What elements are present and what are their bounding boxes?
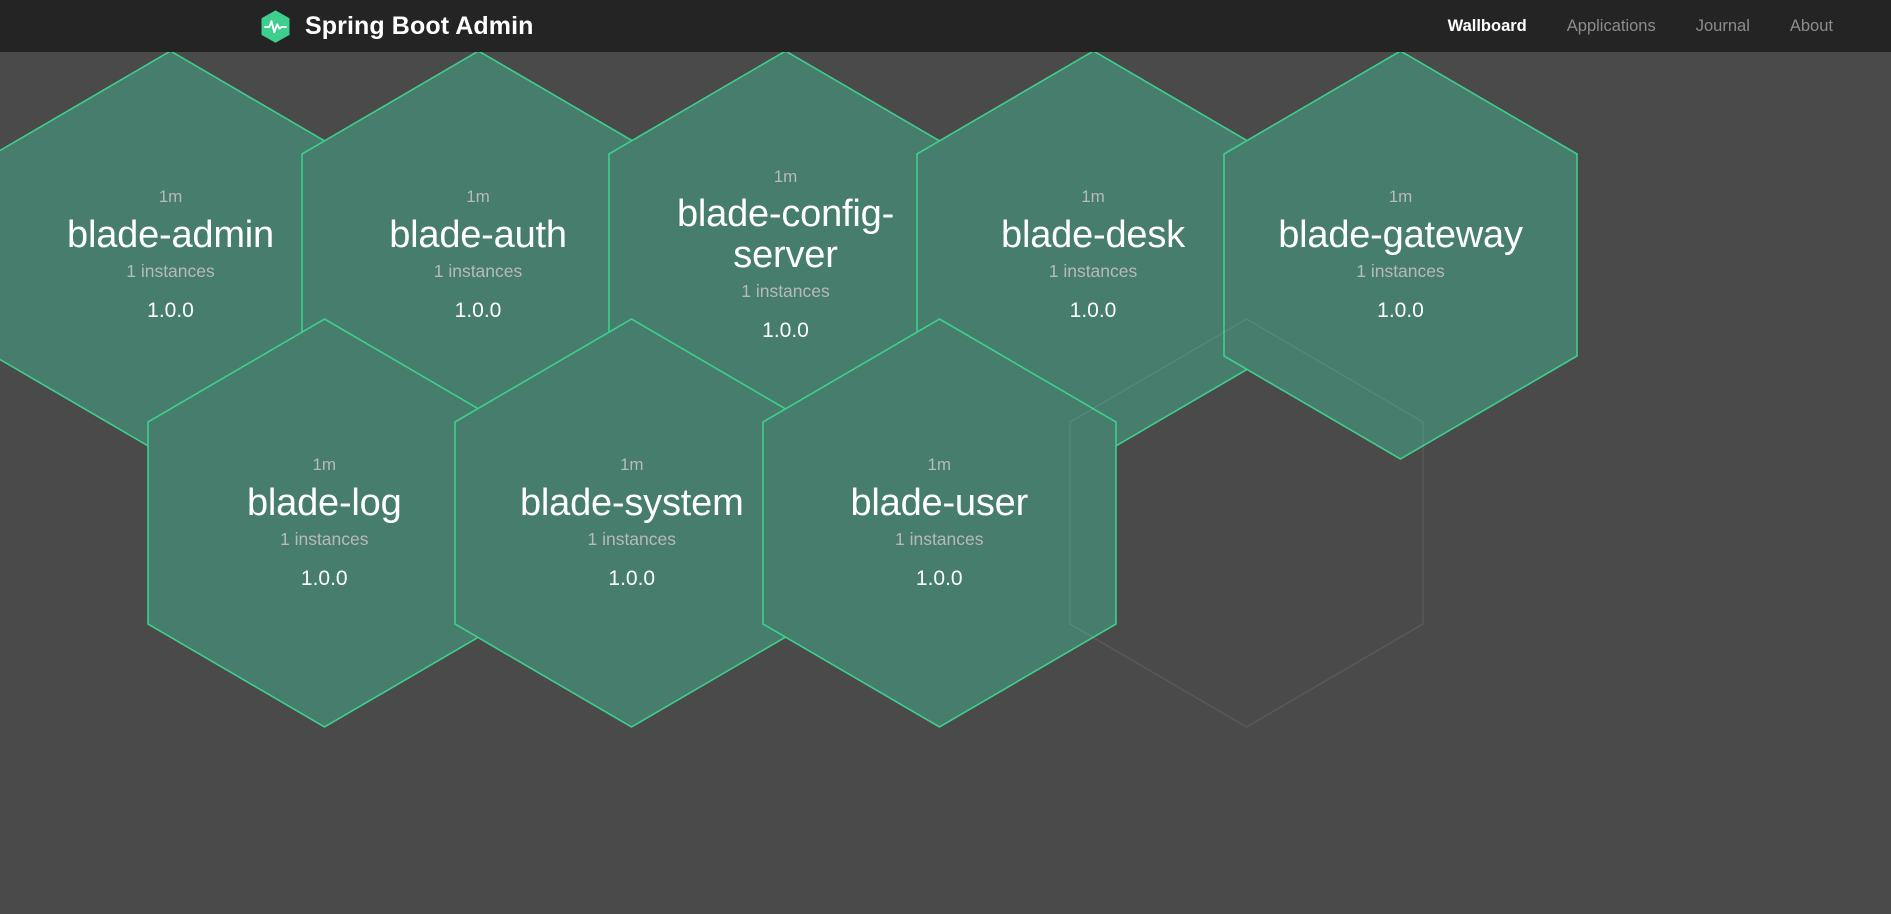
hexagon-grid: 1m blade-admin 1 instances 1.0.0 1m blade-aut… — [0, 52, 1891, 914]
application-instance-count: 1 instances — [894, 528, 984, 549]
nav-links: Wallboard Applications Journal About — [1448, 17, 1833, 36]
brand-title: Spring Boot Admin — [305, 11, 534, 40]
application-status-age: 1m — [466, 187, 490, 207]
application-hexagon-body: 1m blade-gateway 1 instances 1.0.0 — [1222, 52, 1579, 461]
application-hexagon-body: 1m blade-config-server 1 instances 1.0.0 — [607, 52, 964, 461]
application-version: 1.0.0 — [1377, 298, 1424, 322]
application-name: blade-config-server — [676, 193, 895, 277]
application-instance-count: 1 instances — [126, 260, 215, 281]
application-version: 1.0.0 — [762, 319, 809, 343]
application-version: 1.0.0 — [300, 566, 348, 590]
wallboard: 1m blade-admin 1 instances 1.0.0 1m blade-aut… — [0, 52, 1891, 914]
application-name: blade-admin — [67, 213, 274, 256]
brand-link[interactable]: Spring Boot Admin — [258, 9, 534, 44]
nav-link-journal[interactable]: Journal — [1695, 16, 1750, 35]
application-hexagon-body: 1m blade-system 1 instances 1.0.0 — [453, 317, 810, 729]
application-version: 1.0.0 — [915, 566, 963, 590]
application-name: blade-desk — [1001, 213, 1185, 256]
hexagon-heartbeat-icon — [258, 9, 293, 44]
application-status-age: 1m — [158, 187, 183, 207]
application-status-age: 1m — [1081, 187, 1105, 207]
application-hexagon-body: 1m blade-admin 1 instances 1.0.0 — [0, 52, 349, 461]
application-name: blade-system — [519, 481, 744, 524]
application-hexagon-body: 1m blade-auth 1 instances 1.0.0 — [300, 52, 657, 461]
application-hexagon[interactable]: 1m blade-user 1 instances 1.0.0 — [761, 317, 1118, 729]
application-name: blade-log — [246, 481, 402, 524]
application-instance-count: 1 instances — [279, 528, 369, 549]
application-hexagon[interactable]: 1m blade-log 1 instances 1.0.0 — [146, 317, 503, 729]
application-instance-count: 1 instances — [1356, 260, 1445, 281]
application-status-age: 1m — [773, 166, 798, 186]
application-name: blade-user — [850, 481, 1029, 524]
application-hexagon-body: 1m blade-log 1 instances 1.0.0 — [146, 317, 503, 729]
application-name: blade-gateway — [1278, 213, 1523, 256]
nav-link-wallboard[interactable]: Wallboard — [1447, 16, 1527, 35]
top-navbar: Spring Boot Admin Wallboard Applications… — [0, 0, 1891, 52]
nav-link-applications[interactable]: Applications — [1566, 16, 1656, 35]
application-status-age: 1m — [927, 455, 952, 475]
application-status-age: 1m — [312, 455, 337, 475]
application-status-age: 1m — [619, 455, 644, 475]
application-instance-count: 1 instances — [1048, 260, 1138, 281]
nav-link-about[interactable]: About — [1789, 16, 1833, 35]
application-hexagon-body: 1m blade-user 1 instances 1.0.0 — [761, 317, 1118, 729]
application-hexagon-body: 1m blade-desk 1 instances 1.0.0 — [915, 52, 1272, 461]
application-version: 1.0.0 — [454, 298, 502, 322]
application-version: 1.0.0 — [608, 566, 656, 590]
application-instance-count: 1 instances — [587, 528, 677, 549]
application-hexagon[interactable]: 1m blade-system 1 instances 1.0.0 — [453, 317, 810, 729]
application-instance-count: 1 instances — [741, 281, 830, 302]
application-version: 1.0.0 — [1069, 298, 1117, 322]
application-version: 1.0.0 — [147, 298, 194, 322]
empty-hexagon-placeholder — [1068, 317, 1425, 729]
application-instance-count: 1 instances — [433, 260, 523, 281]
application-name: blade-auth — [389, 213, 567, 256]
application-status-age: 1m — [1388, 187, 1413, 207]
application-hexagon[interactable]: 1m blade-gateway 1 instances 1.0.0 — [1222, 52, 1579, 461]
